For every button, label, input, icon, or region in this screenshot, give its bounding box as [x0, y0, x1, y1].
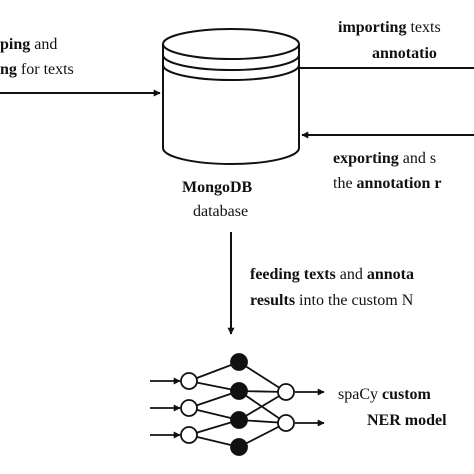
scrape-label-rest: and — [30, 36, 58, 53]
network-nodes — [180, 353, 295, 456]
model-label-line2: NER model — [367, 412, 447, 430]
output-node — [277, 383, 295, 401]
feed-label-rest: into the custom N — [295, 292, 414, 309]
model-label-spacy: spaCy — [338, 386, 382, 403]
feed-label-line2: results into the custom N — [250, 292, 413, 310]
feed-label-line1: feeding texts and annota — [250, 266, 414, 284]
hidden-node — [230, 382, 248, 400]
export-label-the: the — [333, 175, 357, 192]
export-label-bold: exporting — [333, 150, 399, 167]
export-label-rest: and s — [398, 150, 437, 167]
model-label-ner: NER model — [367, 412, 447, 429]
output-node — [277, 414, 295, 432]
database-name: MongoDB — [182, 179, 253, 196]
neural-network-icon — [150, 361, 325, 448]
import-label-line1: importing texts — [338, 19, 441, 37]
store-label-rest: for texts — [16, 61, 74, 78]
input-node — [180, 399, 198, 417]
import-label-bold: importing — [338, 19, 407, 36]
scrape-label-bold: ping — [0, 36, 31, 53]
input-node — [180, 372, 198, 390]
database-cylinder-icon — [162, 28, 300, 165]
model-label-custom: custom — [382, 386, 431, 403]
hidden-node — [230, 411, 248, 429]
input-node — [180, 426, 198, 444]
model-label-line1: spaCy custom — [338, 386, 431, 404]
import-label-line2: annotatio — [372, 45, 437, 63]
import-label-rest: texts — [406, 19, 441, 36]
feed-label-bold2: annota — [366, 266, 414, 283]
export-label-line1: exporting and s — [333, 150, 436, 168]
feed-label-results: results — [250, 292, 296, 309]
feed-label-and: and — [335, 266, 367, 283]
hidden-node — [230, 438, 248, 456]
scrape-label-line1: ping and — [0, 36, 57, 54]
hidden-node — [230, 353, 248, 371]
import-label-annotation: annotatio — [372, 45, 437, 62]
store-label-bold: ng — [0, 61, 17, 78]
database-type: database — [193, 203, 249, 220]
feed-label-bold1: feeding texts — [250, 266, 336, 283]
export-label-line2: the annotation r — [333, 175, 441, 193]
export-label-annotation: annotation r — [356, 175, 442, 192]
scrape-label-line2: ng for texts — [0, 61, 74, 79]
